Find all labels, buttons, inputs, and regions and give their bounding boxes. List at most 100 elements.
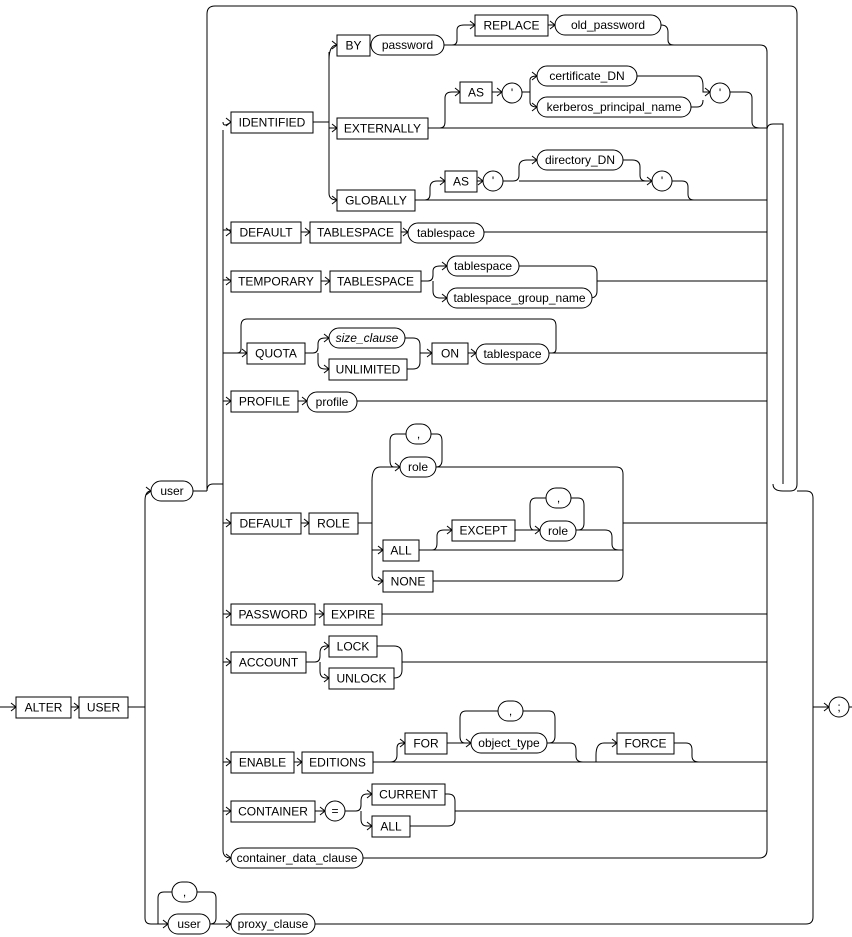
connector-line (637, 75, 710, 93)
node-label: old_password (571, 18, 645, 32)
node-label: , (557, 491, 560, 505)
syntax-node-container: CONTAINER (230, 800, 316, 823)
keyword-box (444, 170, 478, 193)
keyword-box (78, 696, 129, 719)
node-label: NONE (391, 575, 426, 589)
connector-line (431, 433, 443, 468)
syntax-node-profile: profile (306, 391, 358, 413)
node-label: ' (511, 86, 513, 100)
connector-line (363, 130, 768, 859)
connector-line (389, 433, 406, 468)
syntax-node-semicolon: ; (828, 696, 850, 718)
node-label: AS (453, 175, 469, 189)
node-label: , (417, 427, 420, 441)
keyword-box (230, 270, 322, 293)
keyword-box (230, 390, 299, 413)
syntax-node-object-type: object_type (470, 732, 548, 754)
keyword-box (329, 270, 422, 293)
connector-line (371, 480, 383, 582)
node-label: USER (87, 701, 121, 715)
arrowhead (225, 117, 232, 127)
connector-lines (0, 5, 852, 929)
node-label: TABLESPACE (317, 226, 394, 240)
connector-line (672, 180, 767, 201)
syntax-node-user: USER (78, 696, 129, 719)
node-label: size_clause (336, 331, 399, 345)
connector-line (371, 466, 400, 482)
syntax-node-comma4: , (171, 881, 198, 903)
syntax-node-globally: GLOBALLY (336, 189, 416, 212)
keyword-box (371, 783, 446, 806)
connector-line (305, 337, 329, 354)
node-label: FOR (413, 737, 439, 751)
keyword-box (328, 635, 378, 658)
keyword-box (371, 815, 411, 838)
connector-line (576, 529, 623, 551)
node-label: EXTERNALLY (344, 122, 421, 136)
connector-line (522, 75, 538, 93)
node-label: BY (345, 39, 361, 53)
connector-line (206, 483, 224, 492)
node-label: LOCK (337, 640, 370, 654)
syntax-node-comma1: , (405, 423, 432, 445)
connector-line (144, 490, 152, 707)
syntax-node-role1: role (399, 456, 437, 478)
node-label: ; (837, 700, 840, 714)
syntax-node-q3: ' (482, 170, 504, 192)
keyword-box (15, 696, 72, 719)
node-label: , (509, 704, 512, 718)
node-label: tablespace_group_name (453, 291, 585, 305)
node-label: PROFILE (239, 395, 290, 409)
keyword-box (474, 14, 549, 37)
keyword-box (404, 732, 448, 755)
node-label: ENABLE (239, 756, 286, 770)
node-label: GLOBALLY (345, 194, 407, 208)
syntax-node-default2: DEFAULT (230, 512, 302, 535)
syntax-node-tablespace2: TABLESPACE (329, 270, 422, 293)
syntax-node-equals: = (324, 800, 346, 822)
variable-box (501, 82, 523, 104)
node-label: container_data_clause (237, 851, 358, 865)
syntax-node-alter: ALTER (15, 696, 72, 719)
connector-line (319, 662, 329, 679)
variable-box (545, 487, 572, 509)
node-label: ALL (390, 544, 412, 558)
keyword-box (230, 512, 302, 535)
syntax-node-identified: IDENTIFIED (230, 111, 314, 134)
keyword-box (230, 751, 295, 774)
connector-line (523, 710, 556, 744)
node-label: ON (441, 347, 459, 361)
variable-box (171, 881, 198, 903)
node-label: password (382, 38, 433, 52)
connector-line (428, 91, 460, 129)
node-label: EDITIONS (309, 756, 366, 770)
node-label: ' (492, 174, 494, 188)
syntax-node-expire: EXPIRE (323, 603, 383, 626)
node-label: REPLACE (483, 19, 539, 33)
node-label: tablespace (454, 259, 512, 273)
node-label: object_type (478, 736, 540, 750)
node-label: QUOTA (255, 347, 297, 361)
connector-line (393, 662, 403, 679)
keyword-box (451, 519, 516, 542)
node-label: tablespace (483, 347, 541, 361)
syntax-node-container-data-clause: container_data_clause (230, 847, 364, 869)
connector-line (730, 91, 767, 129)
syntax-node-all2: ALL (371, 815, 411, 838)
connector-line (766, 123, 784, 484)
node-label: UNLOCK (336, 672, 386, 686)
syntax-node-proxy-clause: proxy_clause (230, 913, 316, 935)
connector-line (345, 793, 372, 812)
variable-box (399, 456, 437, 478)
keyword-box (323, 603, 383, 626)
variable-box (709, 82, 731, 104)
syntax-node-current: CURRENT (371, 783, 446, 806)
connector-line (377, 645, 767, 663)
connector-line (360, 811, 372, 827)
connector-line (691, 99, 704, 108)
variable-box (536, 65, 638, 87)
keyword-box (308, 512, 359, 535)
keyword-box (328, 358, 408, 381)
variable-box (651, 170, 673, 192)
